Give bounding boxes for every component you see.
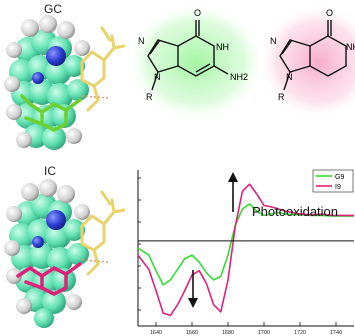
- legend-g9-label: G9: [335, 174, 344, 181]
- inosine-n9-label: N: [286, 72, 293, 82]
- guanine-structure: O N NH NH2 N R: [126, 2, 266, 122]
- x-tick-label: 1740: [330, 330, 342, 336]
- inosine-n7-label: N: [270, 36, 277, 46]
- arrow-up: [228, 172, 238, 212]
- guanine-nh2-label: NH2: [230, 72, 248, 82]
- chart-axes: [137, 170, 354, 327]
- guanine-n9-label: N: [154, 72, 161, 82]
- chart-legend: G9 I9: [312, 169, 354, 193]
- chart-ticks: 1640 1660 1680 1700 1720 1740: [150, 322, 342, 336]
- guanine-r-label: R: [146, 92, 153, 102]
- x-tick-label: 1680: [222, 330, 234, 336]
- guanine-nh-label: NH: [216, 42, 229, 52]
- series-i9-line: [137, 183, 354, 317]
- legend-i9-label: I9: [335, 184, 341, 191]
- inosine-r-label: R: [278, 92, 285, 102]
- inosine-o-label: O: [326, 8, 333, 18]
- x-tick-label: 1700: [258, 330, 270, 336]
- x-tick-label: 1640: [150, 330, 162, 336]
- x-tick-label: 1720: [294, 330, 306, 336]
- gc-model: [4, 15, 126, 150]
- panel-label-gc: GC: [44, 2, 62, 16]
- ic-model: [4, 179, 126, 328]
- arrow-down: [188, 270, 198, 308]
- inosine-structure: O N NH N R: [258, 4, 355, 120]
- x-tick-label: 1660: [186, 330, 198, 336]
- chart-series: [137, 183, 354, 317]
- panel-label-ic: IC: [44, 164, 56, 178]
- photooxidation-label: Photooxidation: [252, 204, 338, 219]
- inosine-nh-label: NH: [346, 42, 355, 52]
- guanine-n7-label: N: [138, 36, 145, 46]
- guanine-o-label: O: [194, 8, 201, 18]
